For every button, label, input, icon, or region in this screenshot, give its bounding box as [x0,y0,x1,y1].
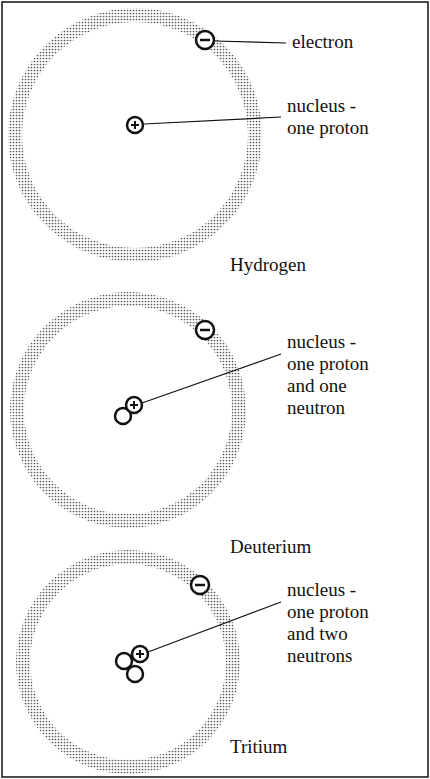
part-label: electron [292,31,353,53]
isotope-name: Deuterium [230,536,311,558]
neutron-symbol [127,666,143,682]
proton-symbol [126,397,142,413]
leader-line [144,117,281,124]
callout-label: nucleus - one proton and one neutron [287,331,382,419]
electron-symbol [196,321,214,339]
callout-label: nucleus - one proton [287,95,382,139]
leader-line [148,602,281,652]
isotope-name: Tritium [230,736,287,758]
electron-symbol [196,31,214,49]
leader-line [142,354,281,403]
electron-shell [17,299,239,521]
isotope-name: Hydrogen [230,254,306,276]
leader-line [215,41,286,43]
electron-symbol [191,576,209,594]
electron-shell [15,15,255,255]
callout-label: nucleus - one proton and two neutrons [287,579,382,667]
electron-shell [23,557,233,767]
proton-symbol [127,117,143,133]
proton-symbol [132,646,148,662]
